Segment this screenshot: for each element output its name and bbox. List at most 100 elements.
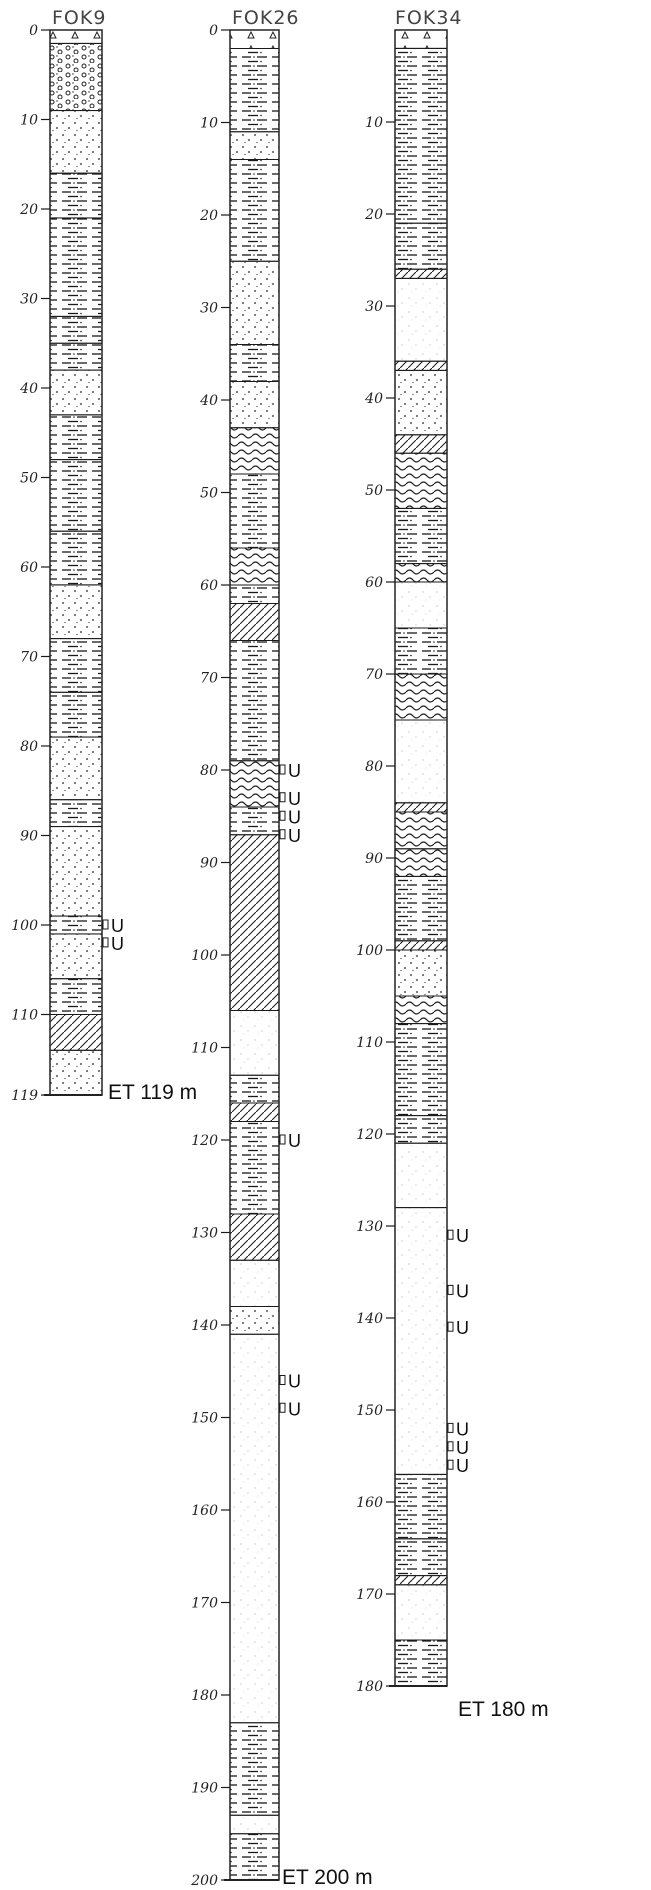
depth-label: 190 <box>191 1781 218 1797</box>
depth-label: 70 <box>365 667 383 683</box>
uranium-anomaly-label: U <box>288 1399 301 1419</box>
lithology-layer-siltstone <box>229 1074 280 1104</box>
lithology-layer-siltstone <box>394 507 448 565</box>
uranium-marker-box <box>279 1134 286 1145</box>
lithology-layer-sand <box>49 584 103 640</box>
lithology-layer-sand <box>394 949 448 997</box>
depth-label: 10 <box>200 116 218 132</box>
lithology-layer-finesand <box>229 1814 280 1835</box>
lithology-layer-finesand <box>394 719 448 804</box>
uranium-marker-box <box>279 1375 286 1385</box>
uranium-anomaly-label: U <box>111 916 124 936</box>
lithology-layer-clay <box>229 1102 280 1122</box>
uranium-anomaly-label: U <box>288 761 301 781</box>
lithology-layer-finesand <box>229 1333 280 1724</box>
well-title-fok9: FOK9 <box>52 7 106 29</box>
lithology-layer-clay <box>394 1575 448 1586</box>
lithology-layer-clay <box>394 268 448 279</box>
uranium-marker-box <box>279 810 286 821</box>
lithology-layer-finesand <box>394 277 448 362</box>
lithology-layer-siltstone <box>49 638 103 693</box>
depth-label: 70 <box>200 671 218 687</box>
lithology-layer-finesand <box>394 1584 448 1641</box>
uranium-anomaly-label: U <box>288 807 301 827</box>
depth-label: 100 <box>11 918 38 934</box>
lithology-layer-siltstone <box>394 875 448 942</box>
lithology-layer-siltstone <box>229 344 280 382</box>
lithology-layer-finesand <box>394 581 448 629</box>
uranium-marker-box <box>279 829 286 840</box>
lithology-layer-siltstone <box>49 217 103 317</box>
depth-label: 180 <box>356 1679 383 1695</box>
total-depth-label-fok34: ET 180 m <box>458 1698 549 1721</box>
lithology-layer-siltstone <box>394 222 448 270</box>
lithology-layer-clay <box>394 940 448 951</box>
lithology-layer-marl <box>394 995 448 1025</box>
lithology-layer-finesand <box>394 1142 448 1209</box>
uranium-marker-box <box>447 1284 454 1295</box>
lithology-layer-marl <box>394 452 448 509</box>
total-depth-label-fok26: ET 200 m <box>282 1866 373 1889</box>
lithology-layer-marl <box>394 673 448 721</box>
uranium-anomaly-label: U <box>456 1226 469 1246</box>
lithology-layer-clay <box>49 1014 103 1051</box>
lithology-layer-finesand <box>229 1259 280 1307</box>
lithology-layer-sand <box>229 131 280 160</box>
depth-label: 130 <box>191 1226 218 1242</box>
depth-label: 170 <box>191 1596 218 1612</box>
uranium-anomaly-label: U <box>456 1438 469 1458</box>
depth-label: 200 <box>190 1873 218 1889</box>
depth-label: 20 <box>199 208 218 224</box>
lithology-layer-sand <box>229 381 280 429</box>
lithology-layer-siltstone <box>49 172 103 219</box>
lithology-layer-marl <box>394 563 448 583</box>
uranium-anomaly-label: U <box>288 789 301 809</box>
uranium-anomaly-label: U <box>288 1372 301 1392</box>
lithology-layer-clay <box>229 834 280 1011</box>
depth-label: 0 <box>29 23 38 39</box>
lithology-layer-sand <box>49 110 103 174</box>
depth-label: 40 <box>19 381 38 397</box>
lithology-layer-siltstone <box>229 584 280 604</box>
uranium-anomaly-label: U <box>456 1281 469 1301</box>
depth-label: 100 <box>356 943 383 959</box>
well-log-fok26: 0102030405060708090100110120130140150160… <box>190 23 301 1889</box>
depth-label: 140 <box>356 1311 383 1327</box>
depth-label: 80 <box>365 759 383 775</box>
lithology-layer-siltstone <box>394 1115 448 1144</box>
lithology-layer-siltstone <box>49 530 103 586</box>
depth-label: 60 <box>20 560 38 576</box>
depth-label: 30 <box>365 299 383 315</box>
lithology-layer-conglomerate <box>49 42 103 112</box>
uranium-marker-box <box>279 1402 286 1413</box>
uranium-anomaly-label: U <box>456 1456 469 1476</box>
uranium-marker-box <box>279 764 286 775</box>
lithology-layer-siltstone <box>49 315 103 344</box>
well-log-fok34: 1020304050607080901001101201301401501601… <box>356 29 469 1695</box>
depth-label: 140 <box>191 1318 218 1334</box>
depth-label: 80 <box>200 763 218 779</box>
uranium-marker-box <box>447 1321 454 1332</box>
lithology-layer-clay <box>394 434 448 454</box>
lithology-layer-marl <box>229 427 280 475</box>
lithology-layer-siltstone <box>49 691 103 738</box>
lithology-layer-siltstone <box>229 159 280 262</box>
lithology-layer-clay <box>394 802 448 813</box>
depth-label: 120 <box>356 1127 383 1143</box>
lithology-layer-siltstone <box>49 915 103 935</box>
total-depth-label-fok9: ET 119 m <box>108 1081 197 1104</box>
uranium-anomaly-label: U <box>288 826 301 846</box>
depth-label: 50 <box>200 486 218 502</box>
depth-label: 80 <box>20 739 38 755</box>
depth-label: 120 <box>191 1133 218 1149</box>
well-title-fok26: FOK26 <box>232 7 300 29</box>
lithology-layer-marl <box>229 760 280 808</box>
lithology-layer-siltstone <box>49 414 103 461</box>
lithology-layer-siltstone <box>394 1538 448 1577</box>
depth-label: 40 <box>199 393 218 409</box>
lithology-layer-marl <box>394 811 448 850</box>
depth-label: 90 <box>365 851 383 867</box>
lithology-layer-siltstone <box>229 1722 280 1816</box>
